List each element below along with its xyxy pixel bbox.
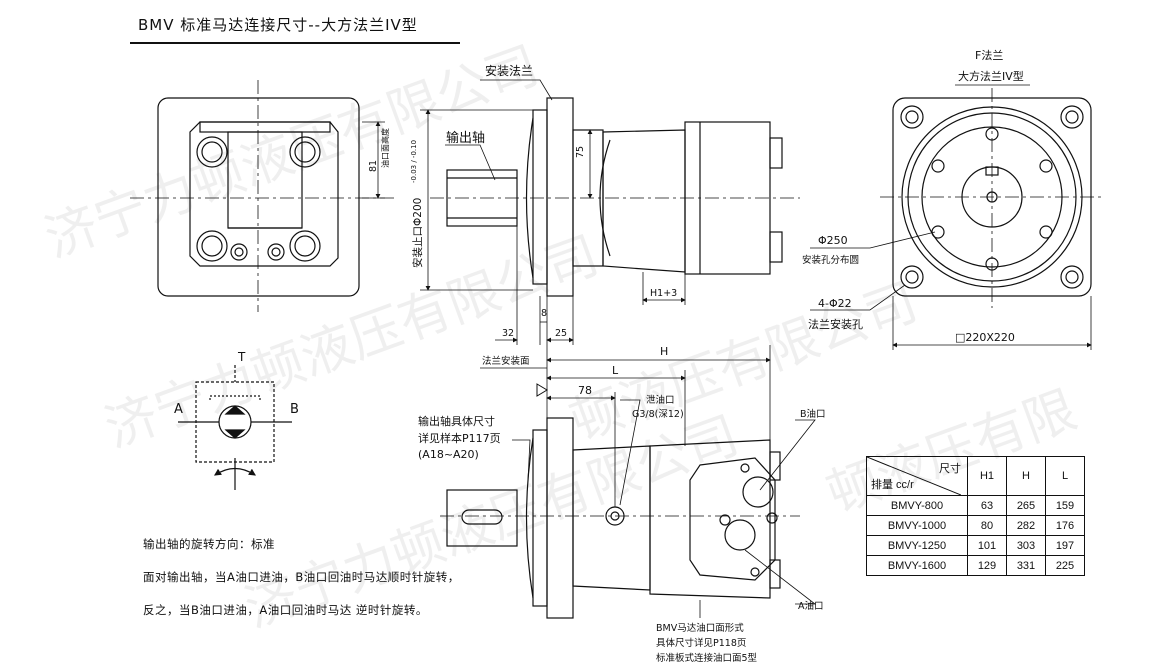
rotation-note-1: 输出轴的旋转方向：标准	[143, 537, 275, 551]
shaft-note-3: (A18~A20)	[418, 448, 479, 461]
shaft-note-1: 输出轴具体尺寸	[418, 415, 495, 428]
label-flange-face: 法兰安装面	[482, 356, 530, 367]
cell-h: 331	[1006, 555, 1046, 576]
dim-25: 25	[555, 328, 568, 339]
label-drain-spec: G3/8(深12)	[632, 409, 684, 420]
dim-square: □220X220	[955, 331, 1015, 344]
dim-78: 78	[578, 384, 592, 397]
header-displacement: 排量 cc/r	[871, 479, 914, 491]
label-f-flange: F法兰	[975, 49, 1004, 62]
cell-h1: 63	[967, 495, 1007, 516]
cell-l: 197	[1045, 535, 1085, 556]
dim-spigot: 安装止口Φ200	[412, 197, 424, 268]
dim-8: 8	[541, 308, 548, 319]
dim-holes-note: 法兰安装孔	[808, 318, 863, 331]
table-row: BMVY-1250 101 303 197	[866, 535, 1085, 556]
table-row: BMVY-800 63 265 159	[866, 495, 1085, 516]
dim-81-note: 油口面高度	[381, 128, 390, 168]
motor-side-view	[420, 79, 800, 345]
column-header: H1	[967, 456, 1007, 496]
label-port-a: A油口	[798, 601, 824, 612]
cell-h1: 101	[967, 535, 1007, 556]
cell-model: BMVY-1250	[866, 535, 968, 556]
cell-model: BMVY-800	[866, 495, 968, 516]
cell-l: 159	[1045, 495, 1085, 516]
dim-L: L	[612, 364, 619, 377]
cell-h: 265	[1006, 495, 1046, 516]
cell-h: 282	[1006, 515, 1046, 536]
spec-table: 尺寸 排量 cc/r H1 H L BMVY-800 63 265 159 BM…	[866, 456, 1085, 576]
dim-pcd-note: 安装孔分布圆	[802, 255, 860, 266]
table-header-row: 尺寸 排量 cc/r H1 H L	[866, 456, 1085, 496]
dim-holes: 4-Φ22	[818, 297, 852, 310]
page-title: BMV 标准马达连接尺寸--大方法兰IV型	[138, 16, 418, 34]
table-row: BMVY-1000 80 282 176	[866, 515, 1085, 536]
cell-h1: 129	[967, 555, 1007, 576]
dim-pcd: Φ250	[818, 234, 848, 247]
flange-end-view	[810, 84, 1105, 350]
cell-model: BMVY-1000	[866, 515, 968, 536]
dim-81: 81	[368, 159, 379, 172]
label-flange-type: 大方法兰IV型	[958, 70, 1024, 83]
cell-h1: 80	[967, 515, 1007, 536]
label-drain: 泄油口	[646, 395, 675, 406]
column-header: H	[1006, 456, 1046, 496]
header-dimension: 尺寸	[939, 463, 961, 475]
dim-75: 75	[575, 145, 586, 158]
hydraulic-symbol	[178, 365, 292, 490]
dim-h1-plus-3: H1+3	[650, 288, 678, 299]
table-row: BMVY-1600 129 331 225	[866, 555, 1085, 576]
dim-32: 32	[502, 328, 515, 339]
label-output-shaft: 输出轴	[446, 131, 486, 146]
symbol-label-b: B	[290, 402, 299, 417]
cell-model: BMVY-1600	[866, 555, 968, 576]
diagonal-line	[867, 457, 961, 495]
symbol-label-a: A	[174, 402, 183, 417]
cell-l: 225	[1045, 555, 1085, 576]
cell-l: 176	[1045, 515, 1085, 536]
port-face-view	[130, 80, 395, 312]
face-note-1: BMV马达油口面形式	[656, 623, 744, 634]
dim-H: H	[660, 345, 669, 358]
rotation-note-2: 面对输出轴，当A油口进油，B油口回油时马达顺时针旋转，	[143, 570, 460, 584]
symbol-label-t: T	[238, 350, 246, 364]
table-corner-cell: 尺寸 排量 cc/r	[866, 456, 968, 496]
motor-bottom-view	[440, 345, 817, 619]
label-mounting-flange: 安装法兰	[485, 64, 534, 78]
shaft-note-2: 详见样本P117页	[418, 432, 501, 445]
rotation-note-3: 反之，当B油口进油，A油口回油时马达 逆时针旋转。	[143, 603, 428, 617]
face-note-3: 标准板式连接油口面5型	[656, 653, 758, 664]
title-underline	[130, 42, 460, 44]
column-header: L	[1045, 456, 1085, 496]
dim-spigot-tolerance: -0.03 / -0.10	[410, 139, 418, 183]
face-note-2: 具体尺寸详见P118页	[656, 638, 747, 649]
cell-h: 303	[1006, 535, 1046, 556]
label-port-b: B油口	[800, 409, 826, 420]
